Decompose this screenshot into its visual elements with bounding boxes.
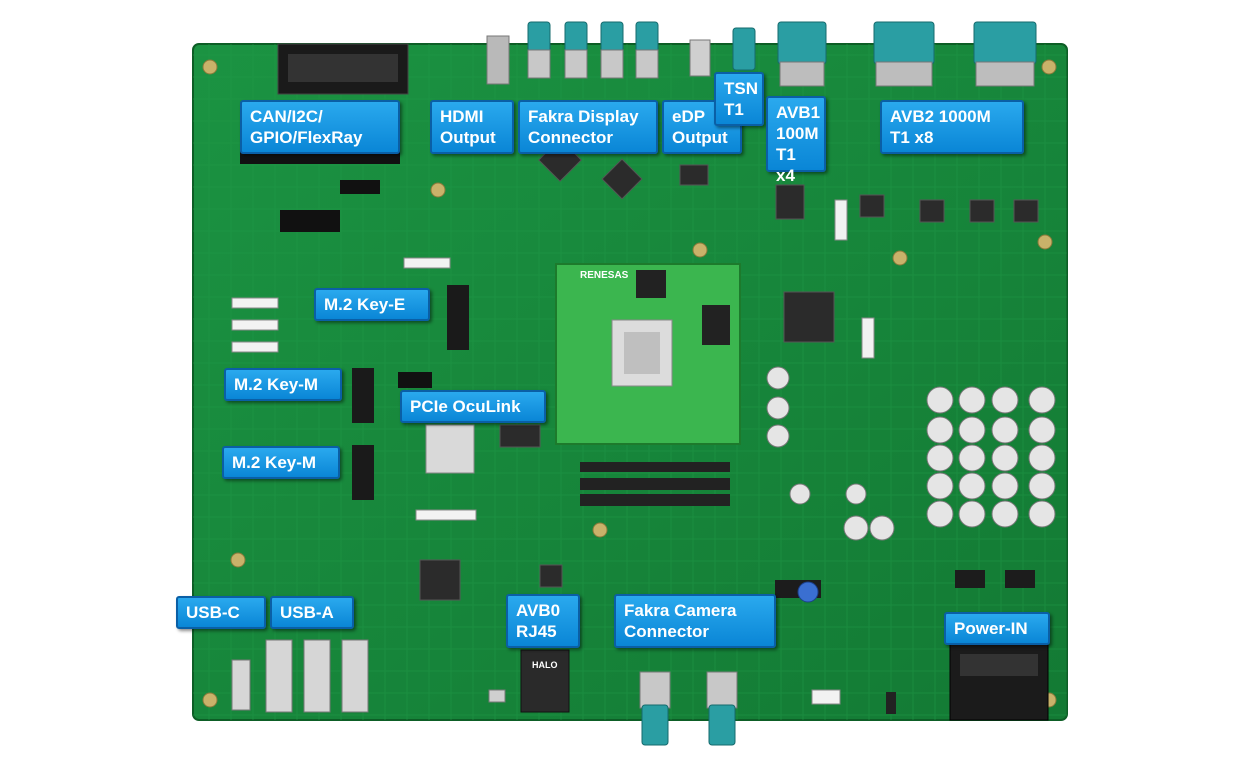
edp-connector [689,39,711,77]
m2-key-e-slot [447,285,469,350]
fakra-display-connectors [527,21,659,53]
callout-fakra-display: Fakra Display Connector [518,100,658,154]
m2-key-m-slot-2 [352,445,374,500]
oculink-port [398,372,432,388]
rj45-jack [520,649,570,713]
callout-m2-key-m-2: M.2 Key-M [222,446,340,479]
som-logo: RENESAS [580,270,629,281]
ethernet-jack-logo: HALO [532,660,558,670]
callout-tsn: TSN T1 [714,72,764,126]
callout-fakra-camera: Fakra Camera Connector [614,594,776,648]
avb-connectors [777,21,1037,87]
callout-hdmi: HDMI Output [430,100,514,154]
callout-avb2: AVB2 1000M T1 x8 [880,100,1024,154]
hdmi-connector [486,35,510,85]
capacitor-bank [766,366,1056,541]
callout-avb1: AVB1 100M T1 x4 [766,96,826,185]
m2-key-m-slot-1 [352,368,374,423]
callout-pcie-oculink: PCIe OcuLink [400,390,546,423]
callout-power-in: Power-IN [944,612,1050,645]
callout-usb-c: USB-C [176,596,266,629]
callout-can-i2c: CAN/I2C/ GPIO/FlexRay [240,100,400,154]
callout-m2-key-e: M.2 Key-E [314,288,430,321]
power-in-connector [949,641,1049,721]
fakra-camera-connectors [639,671,738,746]
callout-usb-a: USB-A [270,596,354,629]
mounting-holes [202,59,1057,708]
callout-m2-key-m-1: M.2 Key-M [224,368,342,401]
tsn-connector [732,27,756,71]
usb-ports [231,639,369,713]
callout-avb0: AVB0 RJ45 [506,594,580,648]
